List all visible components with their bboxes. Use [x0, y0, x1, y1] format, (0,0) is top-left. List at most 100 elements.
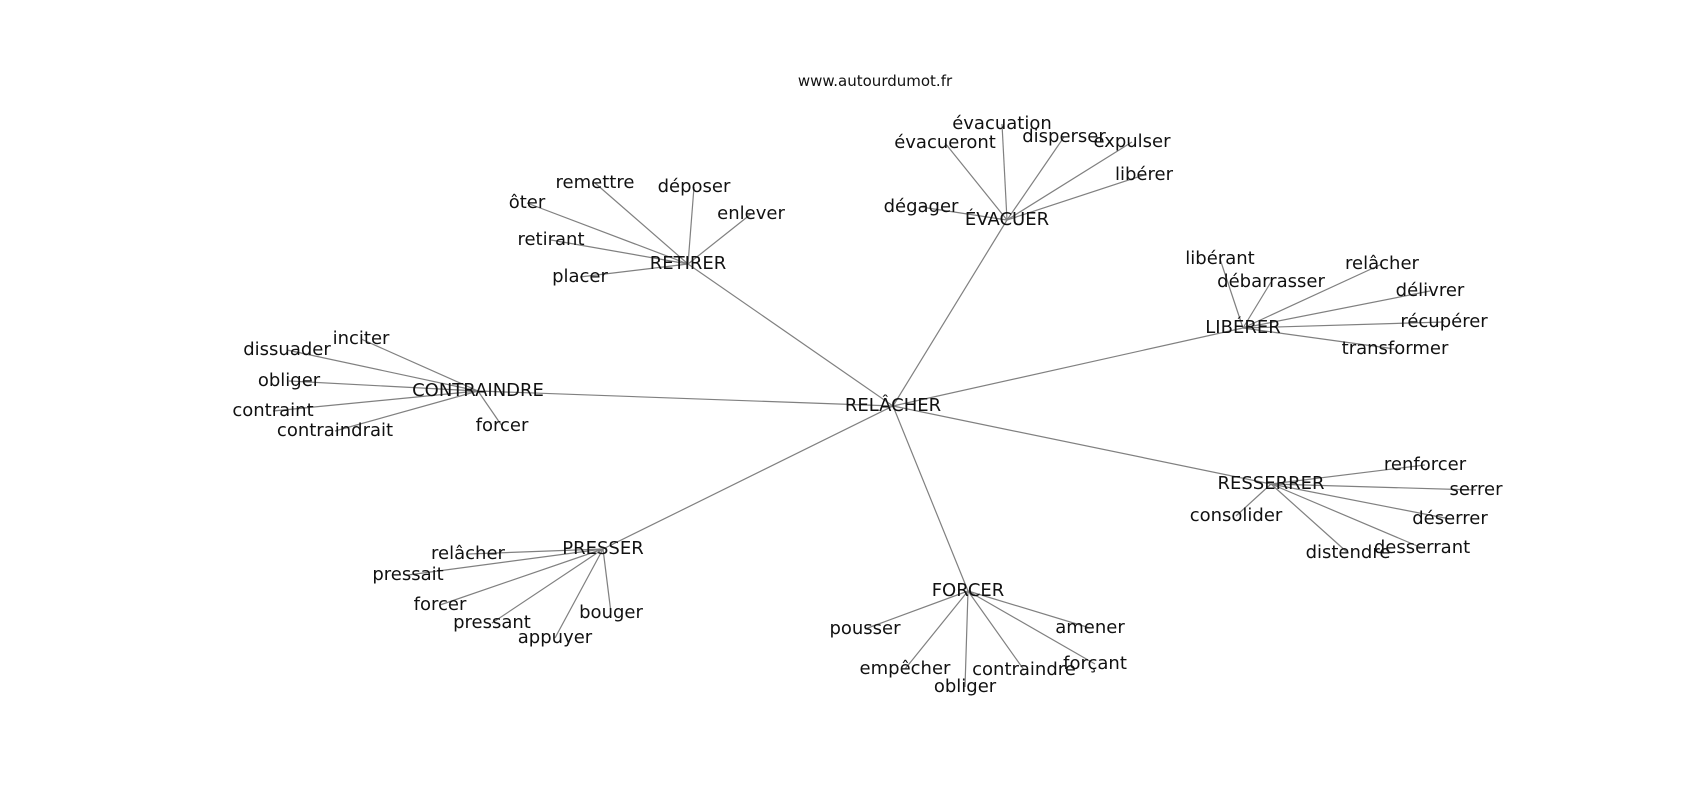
leaf-word-evacuation[interactable]: évacuation — [952, 113, 1052, 134]
edge-resserrer-consolider — [1235, 483, 1272, 517]
edge-forcer-forcant — [967, 590, 1096, 665]
edge-evacuer-disperser — [1006, 136, 1065, 221]
leaf-word-obliger[interactable]: obliger — [934, 676, 997, 697]
leaf-word-degager[interactable]: dégager — [884, 196, 959, 217]
edge-resserrer-serrer — [1270, 483, 1477, 491]
edge-forcer-amener — [967, 590, 1091, 629]
leaf-word-amener[interactable]: amener — [1055, 617, 1125, 638]
leaf-word-contraindre[interactable]: contraindre — [972, 659, 1076, 680]
edge-forcer-pousser — [864, 590, 969, 630]
edge-contraindre-dissuader — [286, 349, 479, 392]
edge-retirer-placer — [579, 263, 689, 278]
leaf-word-empecher[interactable]: empêcher — [860, 658, 951, 679]
edge-presser-appuyer — [554, 548, 604, 639]
hub-word-liberer[interactable]: LIBÉRER — [1205, 316, 1280, 338]
leaf-word-renforcer[interactable]: renforcer — [1384, 454, 1467, 475]
edge-retirer-retirant — [550, 239, 689, 265]
edge-retirer-enlever — [687, 213, 752, 265]
leaf-word-retirant[interactable]: retirant — [517, 229, 584, 250]
edge-presser-pressant — [491, 548, 604, 624]
hub-word-resserrer[interactable]: RESSERRER — [1218, 473, 1325, 494]
leaf-word-disperser[interactable]: disperser — [1022, 126, 1106, 147]
leaf-word-pressant[interactable]: pressant — [453, 612, 531, 633]
leaf-word-serrer[interactable]: serrer — [1449, 479, 1503, 500]
edge-resserrer-distendre — [1270, 483, 1349, 554]
edge-retirer-oter — [526, 202, 689, 265]
edge-retirer-remettre — [594, 182, 689, 265]
edge-contraindre-contraint — [272, 390, 479, 412]
leaf-word-placer[interactable]: placer — [552, 266, 608, 287]
leaf-word-liberant[interactable]: libérant — [1185, 248, 1254, 269]
source-url: www.autourdumot.fr — [797, 72, 953, 90]
edge-center-presser — [602, 405, 894, 550]
leaf-word-inciter[interactable]: inciter — [333, 328, 390, 349]
leaf-word-recuperer[interactable]: récupérer — [1400, 311, 1488, 332]
edge-liberer-transformer — [1242, 327, 1396, 350]
edge-presser-relacher — [467, 548, 604, 555]
edge-center-evacuer — [892, 219, 1008, 407]
edge-resserrer-renforcer — [1270, 464, 1426, 485]
edge-resserrer-desserrant — [1270, 483, 1423, 549]
edge-liberer-delivrer — [1242, 290, 1431, 329]
edge-evacuer-degager — [920, 206, 1008, 221]
leaf-word-deserrer[interactable]: déserrer — [1412, 508, 1488, 529]
edge-liberer-relacher — [1242, 263, 1383, 329]
leaf-word-delivrer[interactable]: délivrer — [1396, 280, 1465, 301]
edge-liberer-liberant — [1219, 258, 1244, 329]
leaf-word-dissuader[interactable]: dissuader — [243, 339, 331, 360]
leaf-word-consolider[interactable]: consolider — [1190, 505, 1283, 526]
edge-center-contraindre — [477, 390, 894, 407]
edge-center-resserrer — [892, 405, 1272, 485]
leaf-word-forcer[interactable]: forcer — [476, 415, 529, 436]
leaf-word-forcant[interactable]: forçant — [1063, 653, 1127, 674]
leaf-word-appuyer[interactable]: appuyer — [518, 627, 593, 648]
leaf-word-desserrant[interactable]: desserrant — [1374, 537, 1470, 558]
edge-center-liberer — [892, 327, 1244, 407]
edge-center-retirer — [687, 263, 894, 407]
leaf-word-relacher[interactable]: relâcher — [1345, 253, 1419, 274]
edge-evacuer-evacuation — [1001, 123, 1008, 221]
leaf-word-distendre[interactable]: distendre — [1306, 542, 1391, 563]
leaf-word-contraindrait[interactable]: contraindrait — [277, 420, 393, 441]
leaf-word-forcer[interactable]: forcer — [414, 594, 467, 615]
leaf-word-pousser[interactable]: pousser — [829, 618, 901, 639]
hub-word-retirer[interactable]: RETIRER — [650, 253, 727, 274]
leaf-word-contraint[interactable]: contraint — [232, 400, 313, 421]
edge-presser-forcer — [439, 548, 604, 606]
edge-forcer-obliger — [964, 590, 969, 688]
hub-word-evacuer[interactable]: ÉVACUER — [965, 208, 1049, 230]
edge-evacuer-evacueront — [944, 142, 1008, 221]
hub-word-presser[interactable]: PRESSER — [562, 538, 643, 559]
edge-presser-pressait — [407, 548, 604, 576]
edge-contraindre-inciter — [360, 338, 479, 392]
edge-presser-bouger — [602, 548, 612, 614]
edge-center-forcer — [892, 405, 969, 592]
leaf-word-evacueront[interactable]: évacueront — [894, 132, 996, 153]
edge-evacuer-liberer — [1006, 174, 1145, 221]
edges-layer — [272, 123, 1477, 688]
leaf-word-oter[interactable]: ôter — [509, 192, 546, 213]
edge-contraindre-obliger — [288, 380, 479, 392]
edge-resserrer-deserrer — [1270, 483, 1451, 520]
leaf-word-transformer[interactable]: transformer — [1342, 338, 1449, 359]
hub-word-forcer[interactable]: FORCER — [932, 580, 1005, 601]
leaf-word-liberer[interactable]: libérer — [1115, 164, 1174, 185]
leaf-word-debarrasser[interactable]: débarrasser — [1217, 271, 1325, 292]
leaf-word-bouger[interactable]: bouger — [579, 602, 643, 623]
edge-contraindre-forcer — [477, 390, 503, 427]
leaf-word-remettre[interactable]: remettre — [556, 172, 635, 193]
edge-contraindre-contraindrait — [334, 390, 479, 432]
leaf-word-relacher[interactable]: relâcher — [431, 543, 505, 564]
edge-forcer-empecher — [904, 590, 969, 670]
leaf-word-enlever[interactable]: enlever — [717, 203, 785, 224]
leaf-word-pressait[interactable]: pressait — [372, 564, 443, 585]
center-word[interactable]: RELÂCHER — [845, 394, 941, 416]
edge-liberer-debarrasser — [1242, 281, 1272, 329]
edge-retirer-deposer — [687, 186, 695, 265]
leaf-word-obliger[interactable]: obliger — [258, 370, 321, 391]
leaf-word-deposer[interactable]: déposer — [658, 176, 731, 197]
leaf-word-expulser[interactable]: expulser — [1093, 131, 1171, 152]
hub-word-contraindre[interactable]: CONTRAINDRE — [412, 380, 544, 401]
